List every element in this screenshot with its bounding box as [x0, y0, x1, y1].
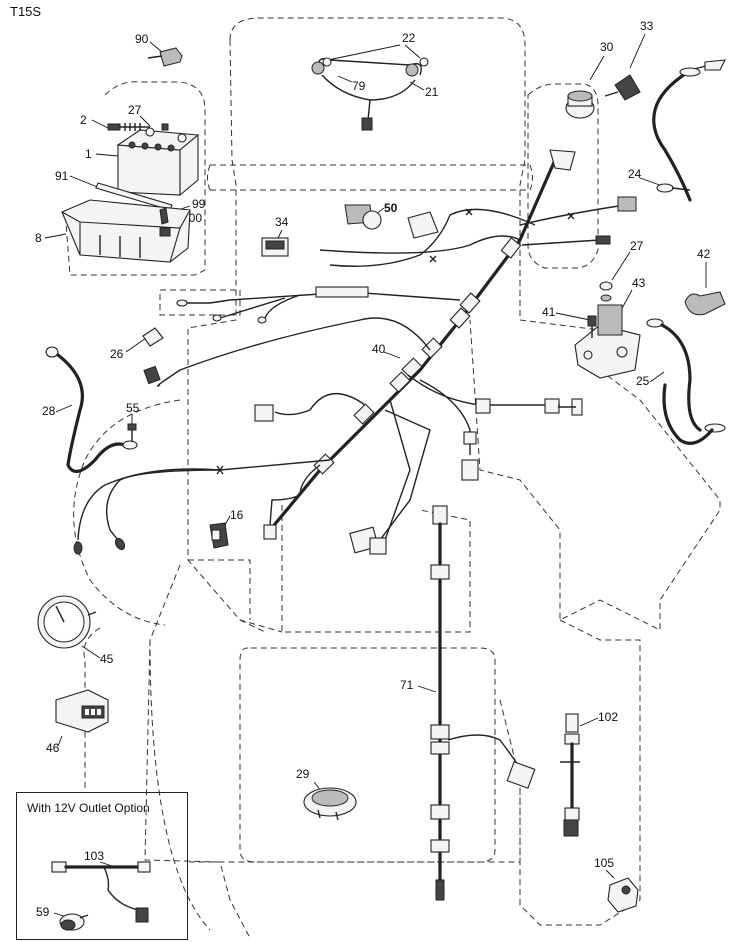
page-title: T15S [10, 4, 42, 19]
callout-21: 21 [425, 85, 439, 99]
callout-90: 90 [135, 32, 149, 46]
callout-105: 105 [594, 856, 614, 870]
callout-43: 43 [632, 276, 646, 290]
switch-50 [344, 204, 382, 230]
callout-99: 99 [192, 197, 206, 211]
callout-50: 50 [384, 201, 398, 215]
callout-59: 59 [36, 905, 50, 919]
main-harness-40 [73, 158, 637, 555]
callout-16: 16 [230, 508, 244, 522]
callout-42: 42 [697, 247, 711, 261]
callout-8: 8 [35, 231, 42, 245]
headlight-harness [311, 57, 429, 131]
callout-79: 79 [352, 79, 366, 93]
outlet-option-inset: With 12V Outlet Option [16, 792, 188, 940]
battery-tray-icon [61, 199, 191, 263]
callout-27b: 27 [630, 239, 644, 253]
inset-title: With 12V Outlet Option [27, 801, 150, 815]
callout-46: 46 [46, 741, 60, 755]
callout-40: 40 [372, 342, 386, 356]
callout-24: 24 [628, 167, 642, 181]
callout-55: 55 [126, 401, 140, 415]
callout-34: 34 [275, 215, 289, 229]
relay-16 [209, 522, 229, 549]
harness-102 [560, 713, 580, 837]
callout-29: 29 [296, 767, 310, 781]
callout-2: 2 [80, 113, 87, 127]
connector-90 [147, 47, 183, 67]
bolt-41 [587, 315, 597, 338]
callout-30: 30 [600, 40, 614, 54]
callout-27a: 27 [128, 103, 142, 117]
nut-27 [599, 281, 613, 302]
callout-103: 103 [84, 849, 104, 863]
inset-harness-103 [51, 861, 151, 923]
cable-24 [652, 59, 726, 202]
callout-26: 26 [110, 347, 124, 361]
connector-top [549, 149, 576, 171]
cable-28 [45, 346, 138, 473]
callout-41: 41 [542, 305, 556, 319]
callout-28: 28 [42, 404, 56, 418]
ignition-switch-icon [565, 90, 595, 119]
battery-terminal-bolts [107, 123, 169, 131]
fuse-icon [142, 327, 164, 347]
key-icon [604, 74, 641, 101]
cable-25 [646, 318, 726, 445]
callout-91: 91 [55, 169, 69, 183]
callout-25: 25 [636, 374, 650, 388]
gauge-icon [37, 595, 97, 649]
callout-45: 45 [100, 652, 114, 666]
switch-icon [261, 237, 289, 257]
battery-icon [116, 127, 200, 197]
hour-meter-icon [55, 689, 109, 733]
boot-42 [684, 291, 726, 316]
callout-71: 71 [400, 678, 414, 692]
callout-33: 33 [640, 19, 654, 33]
bolt-55 [127, 423, 137, 442]
harness-71 [430, 505, 536, 901]
callout-1: 1 [85, 147, 92, 161]
callout-102: 102 [598, 710, 618, 724]
switch-29 [303, 787, 357, 821]
module-card [407, 211, 439, 239]
callout-22: 22 [402, 31, 416, 45]
sensor-105 [607, 877, 639, 913]
outlet-icon [59, 913, 89, 931]
solenoid-icon [574, 304, 641, 379]
tractor-outline [64, 17, 721, 939]
